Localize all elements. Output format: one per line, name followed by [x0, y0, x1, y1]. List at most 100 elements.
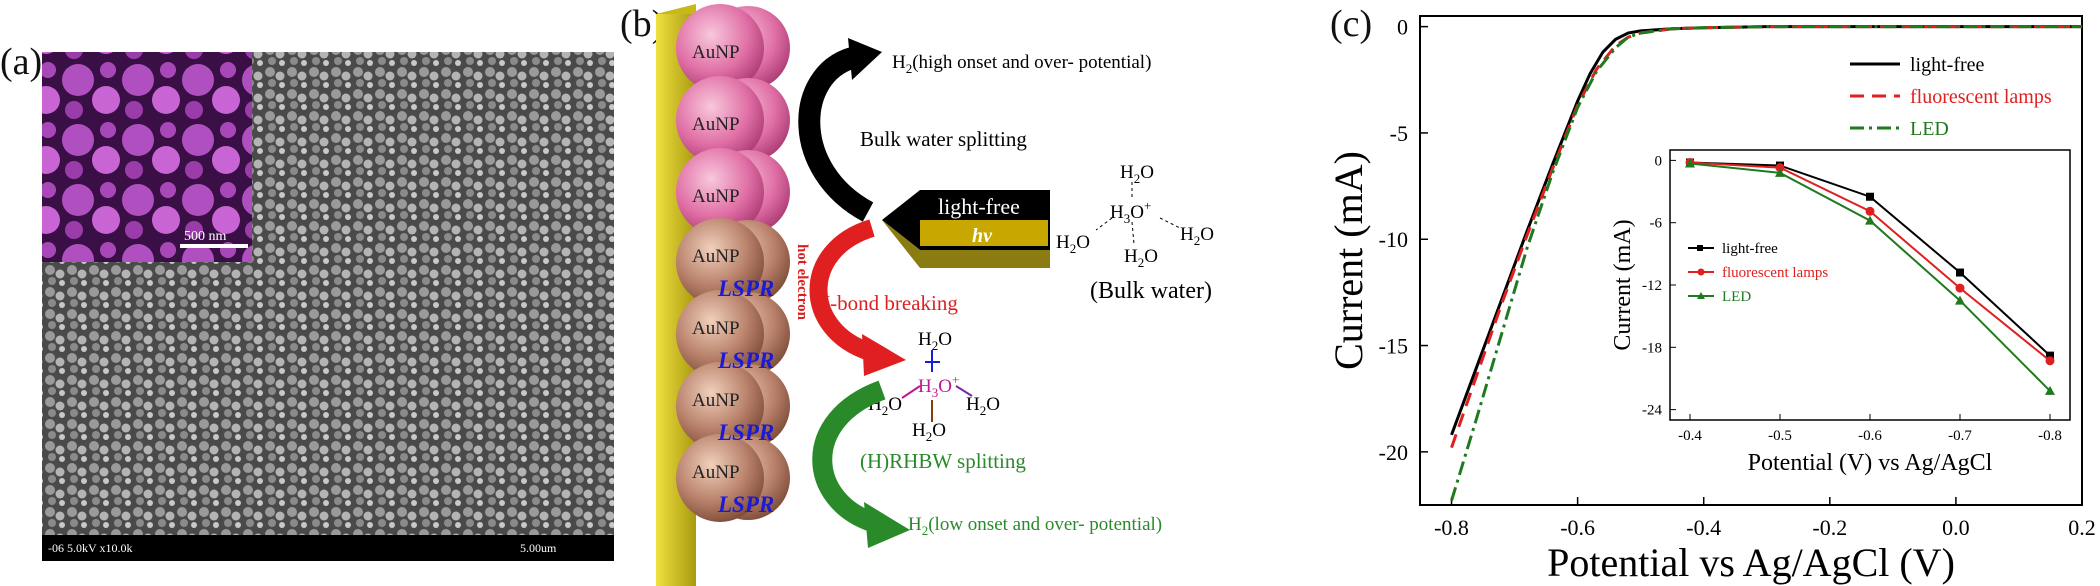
x-tick-label: -0.6	[1560, 515, 1595, 540]
svg-text:H2O: H2O	[966, 394, 1000, 418]
inset-point	[2045, 356, 2055, 366]
inset-point	[1956, 268, 1964, 277]
lspr-label-3: LSPR	[717, 420, 774, 445]
inset-legend-label: fluorescent lamps	[1722, 265, 1828, 281]
legend-label: fluorescent lamps	[1910, 86, 2052, 108]
aunp-pink-group	[676, 4, 790, 236]
y-tick-label: 0	[1397, 15, 1408, 40]
inset-point	[2045, 385, 2055, 395]
inset-x-tick-label: -0.6	[1858, 428, 1882, 444]
aunp-label-1: AuNP	[692, 42, 740, 63]
inset-legend-marker	[1697, 292, 1705, 299]
hot-electron-label: hot electron	[794, 244, 810, 321]
x-axis-label: Potential vs Ag/AgCl (V)	[1547, 540, 1955, 585]
aunp-label-3: AuNP	[692, 186, 740, 207]
x-tick-label: -0.8	[1434, 515, 1469, 540]
inset-point	[1775, 167, 1785, 177]
top-product-label: H2(high onset and over- potential)	[892, 52, 1151, 76]
panel-c-label: (c)	[1330, 3, 1373, 45]
bulk-splitting-arrowhead	[848, 38, 882, 80]
inset-point	[2046, 351, 2054, 360]
panel-a: (a) 500 nm -06 5.0kV x10.0k 5.00um	[0, 0, 620, 586]
hv-band	[920, 220, 1048, 246]
hbond-arrow	[809, 219, 875, 361]
hv-label: hv	[972, 225, 993, 247]
bulk-water-label: (Bulk water)	[1090, 278, 1212, 304]
inset-legend-label: LED	[1722, 289, 1751, 305]
inset-x-tick-label: -0.8	[2038, 428, 2062, 444]
sem-footer-left: -06 5.0kV x10.0k	[48, 541, 132, 555]
inset-plot-frame	[1669, 149, 2071, 421]
aunp-label-2: AuNP	[692, 114, 740, 135]
bottom-product-label: H2(low onset and over- potential)	[908, 514, 1162, 538]
inset-y-axis-label: Current (mA)	[1610, 219, 1636, 350]
inset-y-tick-label: -6	[1650, 216, 1663, 232]
series-line-LED	[1450, 25, 2082, 502]
inset-point	[1865, 215, 1875, 225]
panel-a-label: (a)	[0, 41, 43, 83]
hbond-arrowhead	[862, 334, 906, 376]
inset-y-tick-label: 0	[1655, 153, 1663, 169]
light-free-label: light-free	[938, 194, 1020, 219]
y-tick-label: -10	[1379, 227, 1408, 252]
inset-x-tick-label: -0.5	[1768, 428, 1792, 444]
svg-text:H3O+: H3O+	[918, 372, 959, 400]
scale-bar	[180, 244, 248, 248]
aunp-label-6: AuNP	[692, 390, 740, 411]
legend-label: light-free	[1910, 54, 1985, 76]
y-tick-label: -15	[1379, 334, 1408, 359]
rhbw-cluster: H2O H3O+ H2O H2O H2O	[868, 329, 1000, 444]
inset-y-tick-label: -18	[1642, 340, 1662, 356]
inset-x-tick-label: -0.7	[1948, 428, 1972, 444]
inset-legend-marker	[1697, 268, 1705, 276]
sem-image: 500 nm -06 5.0kV x10.0k 5.00um	[42, 52, 614, 561]
lspr-label-4: LSPR	[717, 492, 774, 517]
aunp-label-4: AuNP	[692, 246, 740, 267]
panel-b: (b) AuN	[620, 0, 1340, 586]
y-axis-label: Current (mA)	[1330, 151, 1371, 370]
bulk-splitting-label: Bulk water splitting	[860, 127, 1027, 151]
svg-text:H2O: H2O	[1120, 162, 1154, 186]
x-tick-label: -0.4	[1686, 515, 1721, 540]
main-plot-frame	[1419, 15, 2083, 506]
hbond-label: H-bond breaking	[815, 291, 958, 315]
inset-x-tick-label: -0.4	[1678, 428, 1702, 444]
inset-legend-marker	[1697, 245, 1703, 251]
y-tick-label: -20	[1379, 440, 1408, 465]
aunp-label-5: AuNP	[692, 318, 740, 339]
mechanism-diagram: AuNP AuNP AuNP AuNP AuNP AuNP AuNP LSPR …	[656, 4, 1214, 586]
svg-text:H2O: H2O	[918, 329, 952, 353]
x-tick-label: 0.2	[2068, 515, 2096, 540]
inset-x-axis-label: Potential (V) vs Ag/AgCl	[1748, 450, 1993, 476]
legend-label: LED	[1910, 118, 1949, 140]
inset-point	[1865, 206, 1875, 216]
inset-point	[1955, 295, 1965, 305]
rhbw-arrow	[812, 380, 886, 532]
bulk-water-cluster: H2O H3O+ H2O H2O H2O	[1056, 162, 1214, 270]
svg-text:H2O: H2O	[1056, 232, 1090, 256]
sem-inset-magnified	[42, 52, 252, 262]
scale-bar-label: 500 nm	[184, 229, 227, 244]
inset-legend-label: light-free	[1722, 241, 1778, 257]
inset-point	[1775, 163, 1785, 173]
aunp-brown-group	[676, 218, 790, 522]
lspr-label-1: LSPR	[717, 276, 774, 301]
inset-point	[1685, 158, 1695, 168]
lspr-label-2: LSPR	[717, 348, 774, 373]
rhbw-arrowhead	[864, 502, 910, 548]
y-tick-label: -5	[1390, 121, 1408, 146]
sem-footer-right: 5.00um	[520, 541, 557, 555]
inset-point	[1866, 192, 1874, 201]
svg-text:H3O+: H3O+	[1110, 198, 1151, 226]
sem-footer	[42, 535, 614, 561]
aunp-label-7: AuNP	[692, 462, 740, 483]
hv-arrow-shadow	[882, 220, 1050, 268]
svg-text:H2O: H2O	[1180, 224, 1214, 248]
inset-y-tick-label: -12	[1642, 278, 1662, 294]
x-tick-label: 0.0	[1942, 515, 1970, 540]
inset-y-tick-label: -24	[1642, 403, 1662, 419]
x-tick-label: -0.2	[1812, 515, 1847, 540]
svg-text:H2O: H2O	[912, 420, 946, 444]
